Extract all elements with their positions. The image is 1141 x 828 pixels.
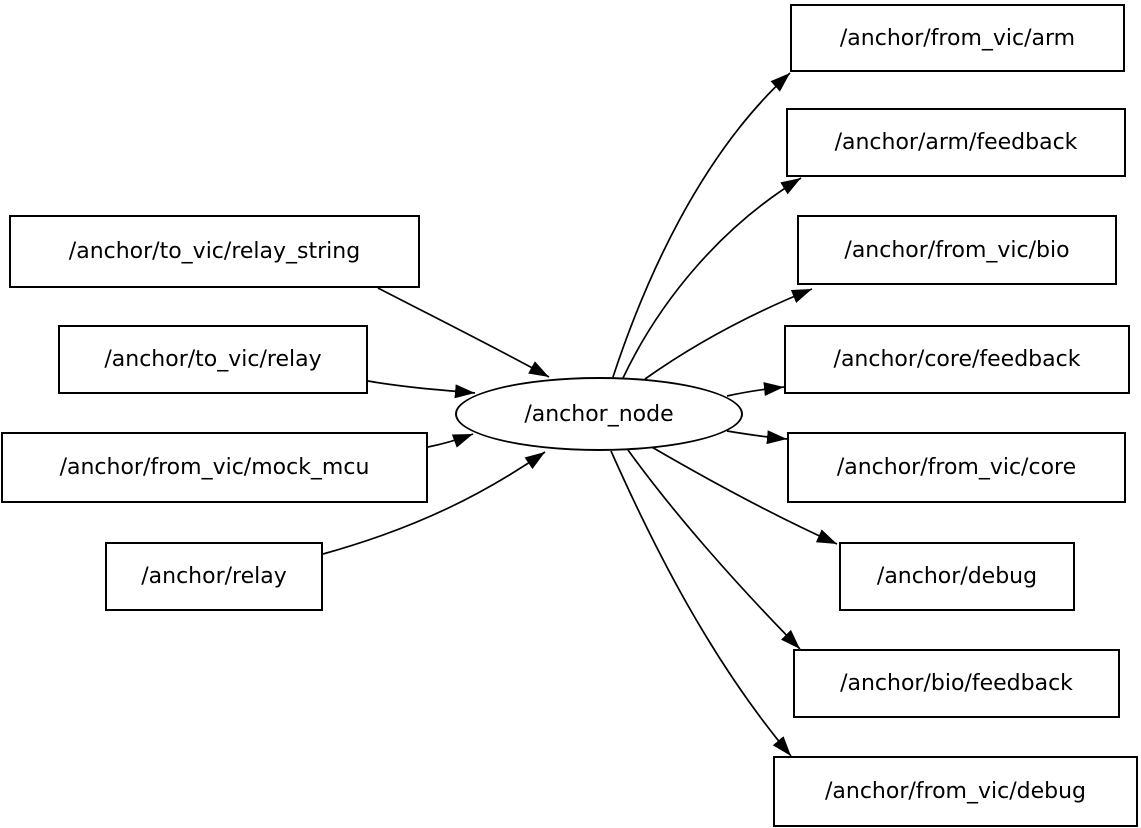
topic-label: /anchor/from_vic/arm (839, 25, 1076, 51)
topic-label: /anchor/bio/feedback (840, 671, 1073, 696)
edge-anchor-node-to-anchor-debug (649, 445, 838, 545)
topic-label: /anchor/debug (876, 564, 1038, 589)
topic-node-anchor-relay: /anchor/relay (105, 542, 323, 611)
topic-label: /anchor/from_vic/core (836, 455, 1077, 480)
edge-anchor-node-to-from-vic-debug (610, 450, 792, 757)
topic-label: /anchor/arm/feedback (834, 130, 1078, 155)
edge-anchor-node-to-core-feedback (726, 382, 785, 397)
topic-node-from-vic-debug: /anchor/from_vic/debug (773, 756, 1138, 827)
topic-node-to-vic-relay: /anchor/to_vic/relay (58, 325, 368, 394)
topic-node-anchor-debug: /anchor/debug (839, 542, 1075, 611)
edge-to-vic-relay-string-to-anchor-node (377, 287, 550, 378)
edge-anchor-node-to-from-vic-bio (644, 288, 813, 380)
topic-node-bio-feedback: /anchor/bio/feedback (793, 649, 1120, 718)
edge-to-vic-relay-to-anchor-node (367, 380, 476, 399)
edge-from-vic-mock-mcu-to-anchor-node (427, 433, 474, 448)
topic-label: /anchor/core/feedback (833, 347, 1081, 372)
edge-anchor-node-to-bio-feedback (627, 449, 801, 650)
topic-label: /anchor/to_vic/relay (104, 347, 322, 372)
topic-node-from-vic-mock-mcu: /anchor/from_vic/mock_mcu (1, 432, 428, 503)
topic-node-from-vic-core: /anchor/from_vic/core (787, 432, 1126, 503)
topic-label: /anchor/relay (141, 564, 287, 589)
topic-node-from-vic-bio: /anchor/from_vic/bio (797, 215, 1117, 285)
topic-label: /anchor/from_vic/mock_mcu (59, 455, 370, 480)
topic-node-to-vic-relay-string: /anchor/to_vic/relay_string (9, 215, 420, 288)
topic-node-from-vic-arm: /anchor/from_vic/arm (790, 4, 1125, 72)
topic-label: /anchor/to_vic/relay_string (68, 239, 361, 264)
center-node-label: /anchor_node (524, 401, 674, 427)
edge-anchor-node-to-arm-feedback (622, 177, 802, 379)
topic-label: /anchor/from_vic/debug (824, 779, 1086, 804)
topic-label: /anchor/from_vic/bio (844, 237, 1070, 263)
topic-node-arm-feedback: /anchor/arm/feedback (786, 108, 1126, 177)
edge-anchor-node-to-from-vic-arm (612, 72, 791, 378)
topic-node-core-feedback: /anchor/core/feedback (784, 325, 1130, 394)
edge-anchor-node-to-from-vic-core (726, 430, 788, 445)
center-node-anchor-node: /anchor_node (455, 377, 743, 451)
edge-anchor-relay-to-anchor-node (322, 451, 546, 555)
